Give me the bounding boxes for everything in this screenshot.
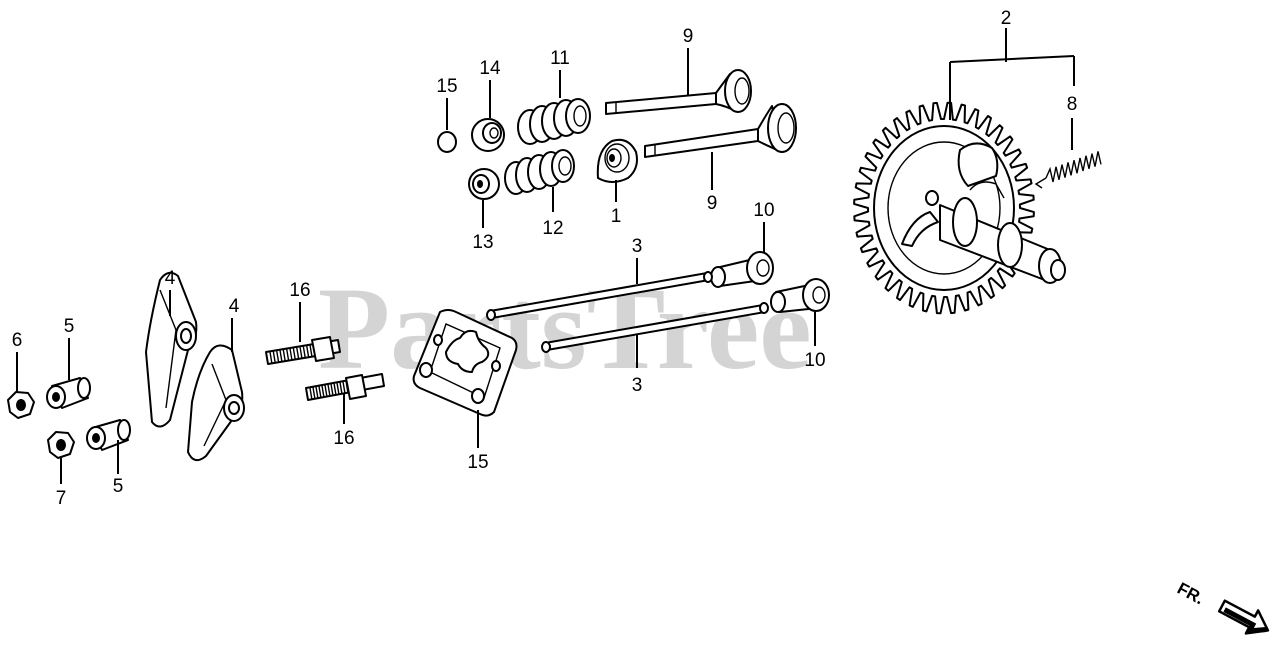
part-4-rocker-arm-right[interactable] — [187, 344, 245, 462]
part-1-stem-seal[interactable] — [596, 138, 638, 183]
callout-16-bottom: 7 — [56, 488, 67, 509]
callout-15-bottom: 16 — [333, 428, 354, 449]
part-8-valve[interactable] — [605, 69, 752, 115]
callout-16-top: 6 — [12, 330, 23, 351]
callout-6: 8 — [1067, 94, 1078, 115]
part-5-pivot-lower[interactable] — [86, 419, 131, 451]
callout-9-bottom: 10 — [804, 350, 825, 371]
part-13-valve-cap[interactable] — [437, 131, 457, 153]
callout-1: 1 — [611, 206, 622, 227]
part-14-push-rod-guide-plate[interactable] — [412, 309, 518, 417]
part-11-retainer[interactable] — [468, 168, 500, 200]
callout-5-bottom: 5 — [113, 476, 124, 497]
callout-4-right: 4 — [229, 296, 240, 317]
fr-label: FR. — [1174, 579, 1207, 609]
part-3-push-rod-upper[interactable] — [486, 271, 713, 321]
front-direction-marker: FR. — [1174, 579, 1270, 635]
part-15-stud-upper[interactable] — [265, 336, 341, 365]
part-10-valve-spring-lower[interactable] — [504, 149, 575, 195]
callout-8: 9 — [683, 26, 694, 47]
callout-4-left: 4 — [165, 268, 176, 289]
part-12-retainer[interactable] — [471, 118, 505, 152]
callout-2: 2 — [1001, 8, 1012, 29]
callout-5-top: 5 — [64, 316, 75, 337]
leader-lines — [16, 28, 1075, 484]
part-6-decompressor-spring[interactable] — [1034, 151, 1102, 189]
part-5-pivot-upper[interactable] — [46, 377, 91, 409]
callout-13: 15 — [436, 76, 457, 97]
part-10-valve-spring-upper[interactable] — [517, 98, 591, 145]
callout-7: 9 — [707, 193, 718, 214]
callout-3-top: 3 — [632, 236, 643, 257]
part-16-nut-lower[interactable] — [47, 431, 75, 459]
callout-10-top: 11 — [550, 48, 570, 69]
callout-12: 14 — [479, 58, 501, 79]
part-4-rocker-arm-left[interactable] — [145, 271, 198, 428]
part-9-tappet-upper[interactable] — [710, 251, 774, 288]
callout-3-bottom: 3 — [632, 375, 643, 396]
part-2-camshaft[interactable] — [853, 101, 1066, 315]
part-9-tappet-lower[interactable] — [770, 278, 830, 313]
part-16-nut-upper[interactable] — [7, 391, 35, 419]
fr-arrow-icon — [1217, 599, 1270, 635]
callout-9-top: 10 — [753, 200, 774, 221]
callout-labels: 2 8 9 11 14 15 13 12 1 9 10 3 3 10 4 4 1… — [12, 8, 1078, 509]
part-15-stud-lower[interactable] — [305, 373, 385, 401]
callout-15-top: 16 — [289, 280, 310, 301]
part-7-valve[interactable] — [644, 103, 797, 158]
callout-11: 13 — [472, 232, 493, 253]
part-3-push-rod-lower[interactable] — [541, 302, 769, 353]
callout-10-bottom: 12 — [542, 218, 563, 239]
callout-14: 15 — [467, 452, 488, 473]
